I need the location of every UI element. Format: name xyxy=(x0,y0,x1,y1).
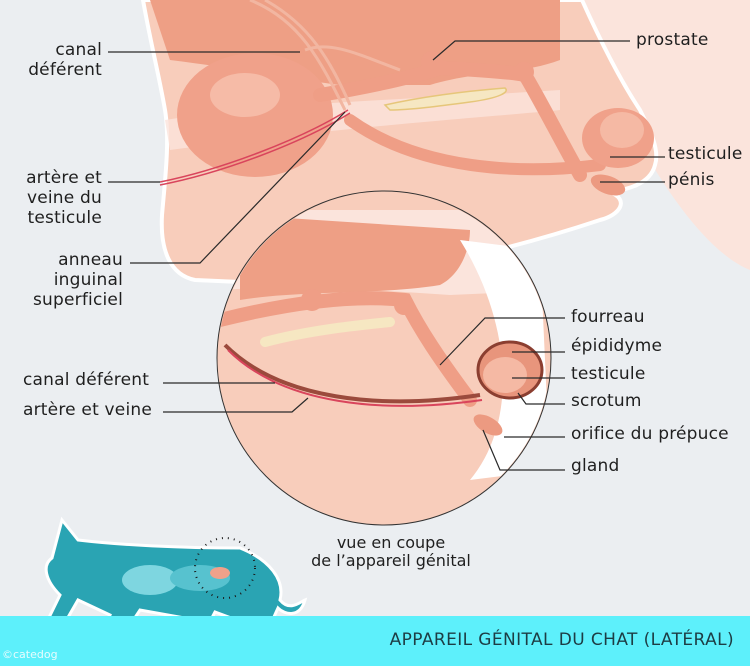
label-gland: gland xyxy=(571,456,620,476)
label-artere-veine-testicule: artère et veine du testicule xyxy=(26,168,102,228)
label-testicule-section: testicule xyxy=(571,364,646,384)
label-testicule-main: testicule xyxy=(668,144,743,164)
diagram-title: APPAREIL GÉNITAL DU CHAT (LATÉRAL) xyxy=(389,630,734,650)
label-canal-deferent: canal déférent xyxy=(28,40,102,80)
title-bar: APPAREIL GÉNITAL DU CHAT (LATÉRAL) xyxy=(0,616,750,666)
label-penis: pénis xyxy=(668,170,715,190)
label-canal-deferent-section: canal déférent xyxy=(23,370,150,390)
leader-lines xyxy=(108,40,665,471)
label-scrotum: scrotum xyxy=(571,391,642,411)
label-epididyme: épididyme xyxy=(571,336,663,356)
label-artere-veine-section: artère et veine xyxy=(23,400,153,420)
label-anneau-inguinal: anneau inguinal superficiel xyxy=(32,250,123,310)
label-orifice-prepuce: orifice du prépuce xyxy=(571,424,729,444)
copyright-text: ©catedog xyxy=(2,648,58,661)
label-prostate: prostate xyxy=(636,30,709,50)
label-fourreau: fourreau xyxy=(571,307,645,327)
section-caption: vue en coupe de l’appareil génital xyxy=(311,533,471,570)
